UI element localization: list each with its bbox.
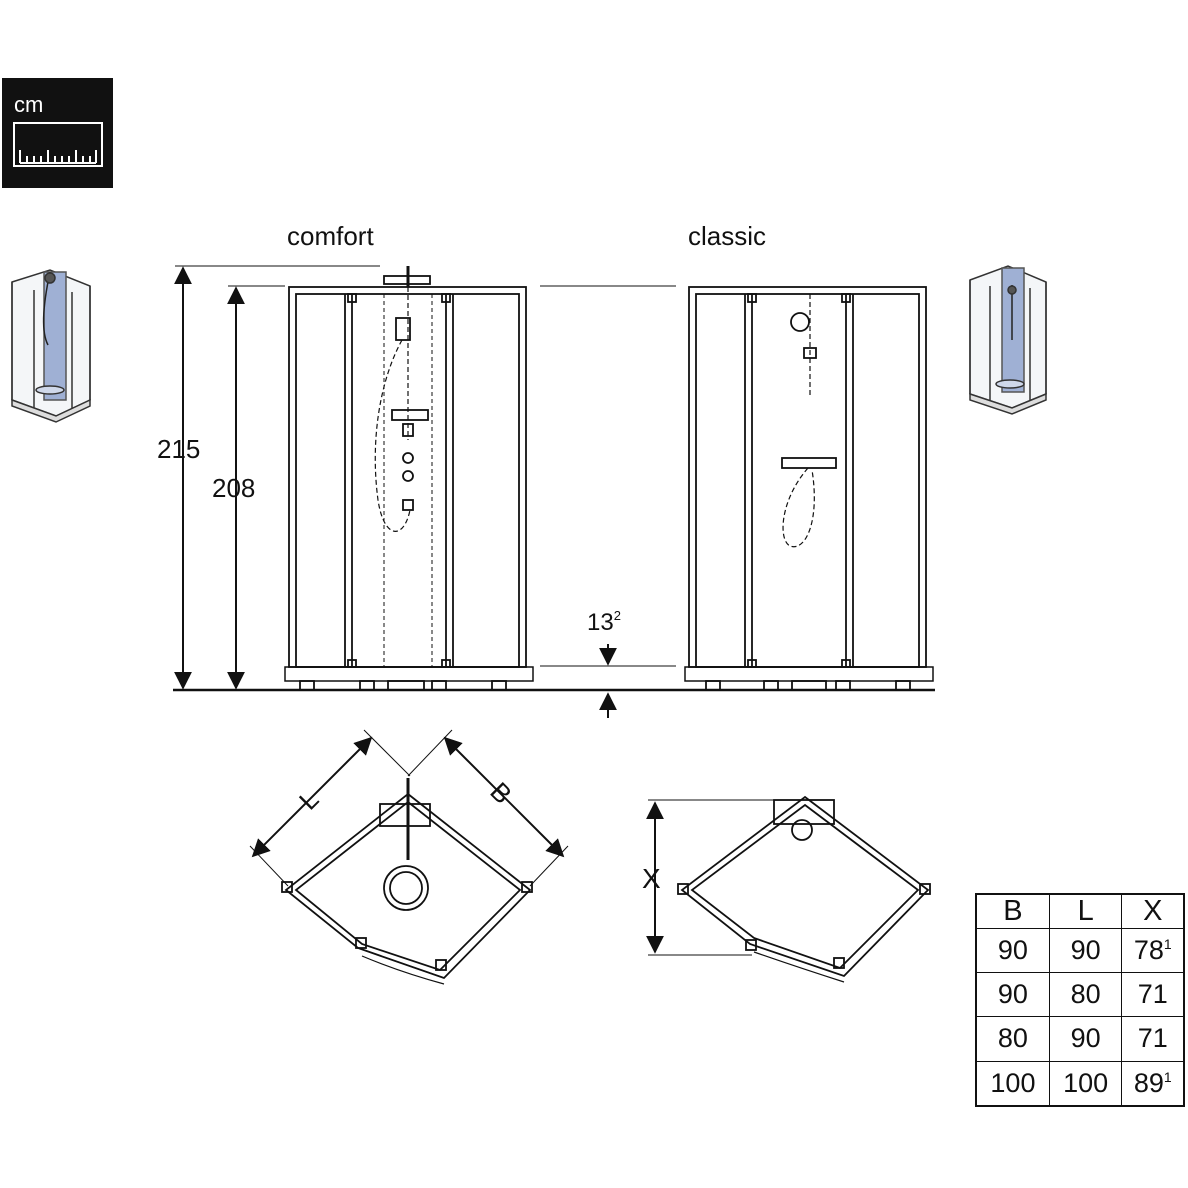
table-cell: 100 <box>975 1060 1050 1107</box>
table-cell: 90 <box>975 972 1050 1018</box>
comfort-plan <box>249 729 569 985</box>
comfort-title: comfort <box>287 221 374 251</box>
table-cell: 891 <box>1121 1060 1185 1107</box>
table-cell: 80 <box>975 1016 1050 1062</box>
classic-thumbnail <box>969 265 1047 415</box>
table-header: B <box>975 893 1050 929</box>
table-cell: 90 <box>1048 927 1123 974</box>
dimension-table: B L X 90 90 781 90 80 71 80 90 71 100 10… <box>975 893 1185 1107</box>
table-row: 90 80 71 <box>975 972 1185 1018</box>
comfort-thumbnail <box>11 269 91 423</box>
table-cell: 71 <box>1121 1016 1185 1062</box>
height-total-label: 215 <box>157 434 200 464</box>
table-header-row: B L X <box>975 893 1185 929</box>
dimension-208: 208 <box>212 285 285 690</box>
table-header: X <box>1121 893 1185 929</box>
comfort-elevation <box>284 266 534 691</box>
table-row: 100 100 891 <box>975 1060 1185 1107</box>
unit-badge: cm <box>2 78 113 188</box>
table-cell: 90 <box>1048 1016 1123 1062</box>
dimension-tray: 132 <box>540 285 676 718</box>
table-header: L <box>1048 893 1123 929</box>
table-cell: 71 <box>1121 972 1185 1018</box>
plan-X-label: X <box>642 863 661 894</box>
classic-title: classic <box>688 221 766 251</box>
height-frame-label: 208 <box>212 473 255 503</box>
table-row: 90 90 781 <box>975 927 1185 974</box>
unit-label: cm <box>14 92 43 117</box>
table-cell: 80 <box>1048 972 1123 1018</box>
table-cell: 90 <box>975 927 1050 974</box>
table-cell: 781 <box>1121 927 1185 974</box>
classic-plan <box>646 795 931 983</box>
dimension-215: 215 <box>157 265 380 690</box>
tray-height-label: 132 <box>587 608 621 636</box>
classic-elevation <box>628 286 935 692</box>
table-cell: 100 <box>1048 1060 1123 1107</box>
ruler-icon <box>13 122 103 167</box>
table-row: 80 90 71 <box>975 1016 1185 1062</box>
